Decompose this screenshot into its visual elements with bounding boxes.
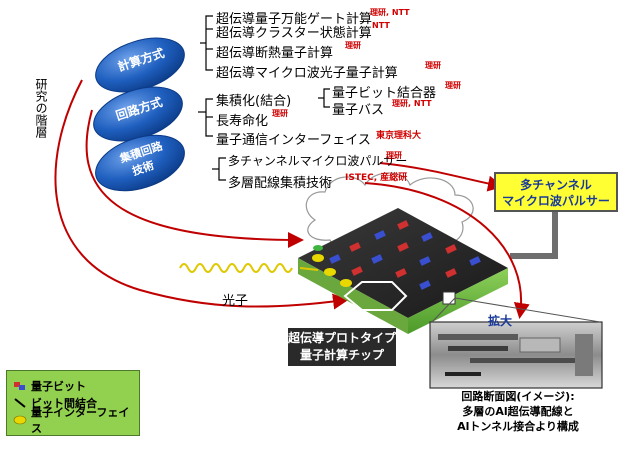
kairo-long-life-note: 理研 [272,109,288,118]
keisan-note-2: NTT [372,21,390,30]
shuseki-note-2: ISTEC, 産総研 [345,173,408,183]
chip-graphic [298,208,508,334]
keisan-item-1: 超伝導量子万能ゲート計算 [216,12,373,27]
legend-label-coupling: ビット間結合 [31,396,97,410]
legend-row-qubit: 量子ビット [13,377,133,394]
pulser-arrow [379,162,504,192]
keisan-item-2: 超伝導クラスター状態計算 [216,26,372,41]
photon-wave [179,263,293,273]
legend-row-coupling: ビット間結合 [13,394,133,411]
chip-label-line2: 量子計算チップ [299,348,384,362]
kairo-quantum-bus-note: 理研, NTT [392,99,432,108]
hierarchy-arrow [54,79,349,310]
zoom-line-2 [454,297,601,323]
chip-qubits [312,220,481,290]
caption-line1: 回路断面図(イメージ): [461,390,575,403]
bracket-keisan [200,15,213,71]
hierarchy-arrow-2 [85,109,304,248]
kairo-interface: 量子通信インターフェイス [216,133,371,148]
keisan-note-1: 理研, NTT [370,8,410,17]
pulser-box: 多チャンネル マイクロ波パルサー [494,172,618,212]
pulser-box-line2: マイクロ波パルサー [502,194,610,208]
keisan-note-4: 理研 [425,61,441,70]
shuseki-note-1: 理研 [386,151,402,160]
keisan-item-4: 超伝導マイクロ波光子量子計算 [216,66,398,81]
vertical-label: 研究の階層 [34,78,48,138]
qubit-icon [13,380,27,392]
shuseki-item-2: 多層配線集積技術 [228,176,333,191]
kairo-interface-note: 東京理科大 [376,131,422,141]
photon-label: 光子 [222,294,249,309]
shuseki-item-1: 多チャンネルマイクロ波パルサー [228,154,408,168]
legend-box: 量子ビット ビット間結合 量子インターフェイス [6,370,140,436]
chip-connector [442,291,456,305]
bracket-shuseki [212,157,226,181]
caption-line3: Alトンネル接合より構成 [457,420,579,433]
zoom-line-1 [431,297,456,323]
legend-label-interface: 量子インターフェイス [31,405,130,435]
kairo-quantum-bus: 量子バス [332,103,385,118]
oval-shuseki [95,134,185,192]
photon-arrow [299,267,319,271]
pulser-cable [510,212,558,259]
keisan-note-3: 理研 [345,41,361,50]
bracket-kairo-sub [318,88,330,108]
keisan-item-3: 超伝導断熱量子計算 [216,46,334,61]
hexagon-highlight [343,281,408,311]
pulser-box-line1: 多チャンネル [520,178,592,192]
kairo-qubit-coupler: 量子ビット結合器 [332,86,437,101]
coupling-icon [13,397,27,409]
legend-row-interface: 量子インターフェイス [13,406,133,435]
kairo-qubit-coupler-note: 理研 [445,81,461,90]
cross-section-caption: 回路断面図(イメージ): 多層のAl超伝導配線と Alトンネル接合より構成 [432,389,604,434]
cross-section-image [429,321,603,389]
zoom-arrow [364,182,530,319]
interface-icon [13,414,27,426]
bracket-kairo [198,98,213,137]
kairo-long-life: 長寿命化 [216,114,269,129]
chip-label-box: 超伝導プロトタイプ 量子計算チップ [288,328,396,366]
legend-label-qubit: 量子ビット [31,379,86,393]
zoom-label: 拡大 [488,314,513,328]
caption-line2: 多層のAl超伝導配線と [462,405,574,418]
kairo-integration: 集積化(結合) [216,94,292,109]
chip-label-line1: 超伝導プロトタイプ [288,331,397,345]
